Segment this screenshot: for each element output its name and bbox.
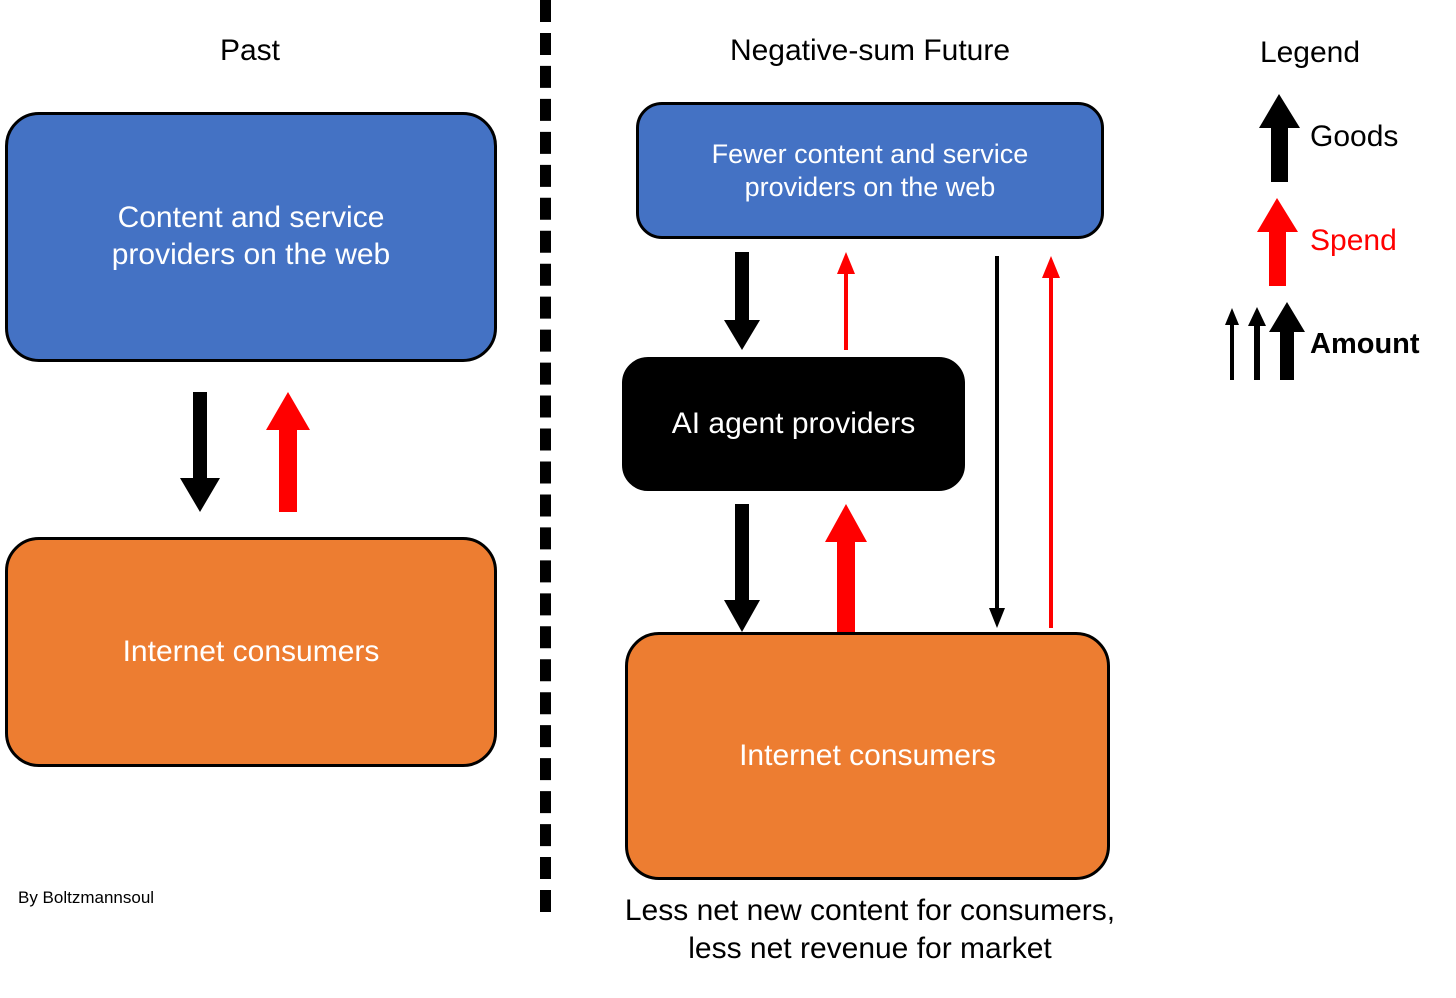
caption-line1: Less net new content for consumers, [624,894,1116,927]
caption-line2: less net revenue for market [688,931,1052,965]
down-arrow-icon [180,392,220,512]
up-arrow-icon [1257,198,1298,286]
node-internet-consumers-past: Internet consumers [5,537,497,767]
legend-item-amount [1222,300,1312,382]
down-arrow-icon [724,504,760,632]
node-label-line1: Internet consumers [739,738,996,772]
flow-spend-consumers-to-ai [822,504,870,634]
legend-label-spend: Spend [1310,224,1397,257]
up-arrow-icon [825,504,867,632]
node-label-line1: Content and service [117,201,385,235]
node-fewer-providers: Fewer content and service providers on t… [636,102,1104,239]
node-label: Fewer content and service providers on t… [694,138,1047,204]
node-label: Internet consumers [721,738,1014,775]
up-arrow-icon [1259,94,1300,182]
node-label-line2: providers on the web [744,171,996,202]
past-panel-title: Past [219,34,281,67]
node-label-line1: Fewer content and service [711,138,1029,169]
future-panel-title: Negative-sum Future [729,34,1011,67]
future-panel-caption: Less net new content for consumers, less… [560,892,1180,967]
flow-goods-down-past [178,392,222,514]
legend-item-spend [1256,198,1300,288]
down-arrow-icon [989,256,1005,628]
flow-spend-consumers-to-providers [1040,256,1064,630]
flow-goods-ai-to-consumers [722,504,762,634]
flow-goods-providers-to-consumers [986,256,1008,630]
legend-label-amount: Amount [1310,328,1420,360]
flow-spend-up-past [264,392,312,514]
legend-label-goods: Goods [1310,120,1399,153]
flow-goods-providers-to-ai [722,252,762,352]
up-arrow-icon [837,252,855,350]
panel-divider [540,0,551,912]
node-ai-agent-providers: AI agent providers [622,357,965,491]
node-label-line1: Internet consumers [122,634,380,668]
down-arrow-icon [724,252,760,350]
three-arrows-increasing-thickness-icon [1225,302,1305,380]
node-label: Content and service providers on the web [94,200,409,273]
up-arrow-icon [266,392,310,512]
node-label-line2: providers on the web [111,238,391,271]
node-label: AI agent providers [654,406,933,443]
up-arrow-icon [1042,256,1060,628]
flow-spend-ai-to-providers [834,252,858,352]
legend-title: Legend [1259,36,1361,69]
node-internet-consumers-future: Internet consumers [625,632,1110,880]
node-label-line1: AI agent providers [671,406,916,440]
node-content-service-providers: Content and service providers on the web [5,112,497,362]
credit-text: By Boltzmannsoul [18,888,155,907]
node-label: Internet consumers [105,634,398,671]
legend-item-goods [1258,94,1302,184]
